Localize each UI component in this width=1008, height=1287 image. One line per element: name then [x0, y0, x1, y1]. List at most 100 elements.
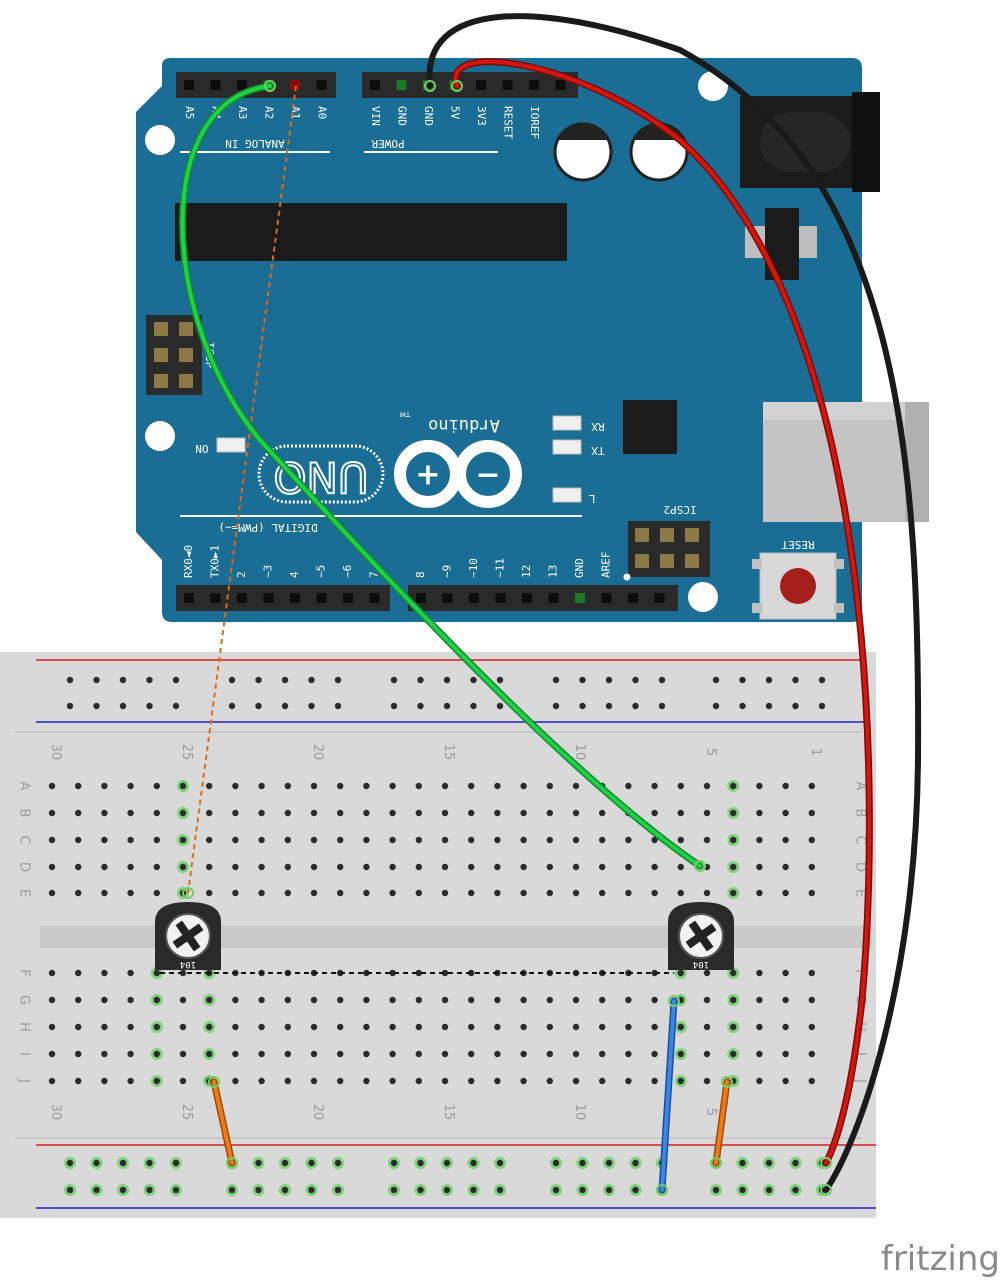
rail-hole [66, 1186, 74, 1194]
analog-pin-label: A0 [316, 106, 329, 119]
breadboard-hole [153, 1023, 160, 1031]
breadboard-hole [782, 1023, 789, 1031]
breadboard-hole [284, 996, 291, 1004]
breadboard-hole [651, 1050, 658, 1058]
wire-end-marker [226, 1157, 238, 1169]
breadboard-hole [756, 863, 763, 871]
breadboard-hole [415, 1050, 422, 1058]
rail-hole [605, 702, 613, 710]
breadboard-hole [101, 809, 108, 817]
breadboard-hole [75, 1050, 82, 1058]
led-on [216, 437, 246, 453]
rail-hole [228, 676, 236, 684]
rail-hole [390, 1186, 398, 1194]
rail-hole [417, 1159, 424, 1167]
icsp2-pin [660, 554, 674, 568]
breadboard-hole [572, 836, 580, 844]
breadboard-hole [808, 809, 815, 817]
power-pin-label: GND [396, 106, 409, 126]
rail-hole [443, 702, 451, 710]
rx-label: RX [591, 420, 605, 433]
breadboard-hole [808, 836, 815, 844]
header-pin [495, 593, 506, 603]
breadboard-hole [572, 1077, 580, 1085]
breadboard-hole [782, 969, 789, 977]
rail-hole [255, 702, 262, 710]
breadboard-hole [651, 996, 658, 1004]
column-number-label: 25 [179, 744, 194, 761]
breadboard-hole [75, 863, 82, 871]
rail-hole [93, 1186, 100, 1194]
rail-hole [765, 1159, 773, 1167]
mount-hole [688, 582, 718, 612]
breadboard-hole [153, 782, 160, 790]
breadboard-hole [337, 1023, 344, 1031]
header-pin [502, 80, 513, 90]
wire-ratsnest-a1 [187, 85, 297, 894]
breadboard-hole [127, 863, 134, 871]
breadboard-hole [703, 1023, 711, 1031]
breadboard-hole [808, 1050, 815, 1058]
breadboard-hole [153, 836, 160, 844]
breadboard-hole [441, 809, 449, 817]
rail-hole [579, 1159, 586, 1167]
reset-button[interactable] [780, 568, 816, 604]
breadboard-hole [232, 1050, 239, 1058]
header-pin [469, 593, 479, 603]
header-pin [529, 80, 539, 90]
breadboard-hole [127, 782, 134, 790]
icsp-pins [154, 322, 193, 388]
breadboard-hole [808, 863, 815, 871]
breadboard-hole [232, 782, 239, 790]
breadboard-hole [284, 1077, 291, 1085]
rail-hole [119, 1159, 127, 1167]
breadboard-hole [651, 782, 658, 790]
header-pin [555, 80, 566, 90]
breadboard-hole [153, 863, 160, 871]
breadboard-hole [75, 1077, 82, 1085]
header-pin [575, 593, 585, 603]
breadboard-hole [756, 1050, 763, 1058]
rail-hole [792, 702, 799, 710]
breadboard-hole [179, 836, 187, 844]
header-pin [316, 80, 327, 90]
header-pin [263, 593, 274, 603]
rail-hole [390, 702, 398, 710]
header-pin [290, 80, 300, 90]
column-number-label: 5 [703, 1108, 718, 1116]
rail-hole [712, 676, 720, 684]
breadboard-hole [441, 1023, 449, 1031]
breadboard-hole [520, 809, 527, 817]
breadboard-hole [258, 889, 265, 897]
row-letter-label: E [853, 889, 868, 897]
rail-hole [792, 676, 799, 684]
rail-hole [119, 676, 127, 684]
breadboard-hole [127, 809, 134, 817]
power-pin-label: IOREF [528, 106, 541, 139]
rail-hole [417, 676, 424, 684]
header-pin [290, 593, 300, 603]
breadboard-hole [730, 863, 737, 871]
breadboard-hole [284, 1050, 291, 1058]
header-pin [210, 593, 221, 603]
breadboard-hole [206, 889, 213, 897]
rail-hole [390, 676, 398, 684]
breadboard-hole [468, 1023, 475, 1031]
analog-pin-label: A5 [183, 106, 196, 119]
power-pin-label: 3V3 [475, 106, 488, 126]
row-letter-label: I [853, 1052, 868, 1056]
digital-pin-label: TX0►1 [209, 545, 222, 578]
potentiometer-label: 104 [693, 959, 709, 969]
breadboard-hole [363, 836, 370, 844]
breadboard-hole [415, 836, 422, 844]
header-pin [442, 593, 453, 603]
rail-hole [255, 1186, 262, 1194]
rail-hole [146, 1186, 153, 1194]
breadboard-hole [363, 969, 370, 977]
breadboard-hole [546, 1023, 553, 1031]
breadboard-hole [599, 1023, 606, 1031]
rail-hole [119, 1186, 127, 1194]
header-pin [184, 593, 194, 603]
breadboard-hole [782, 782, 789, 790]
